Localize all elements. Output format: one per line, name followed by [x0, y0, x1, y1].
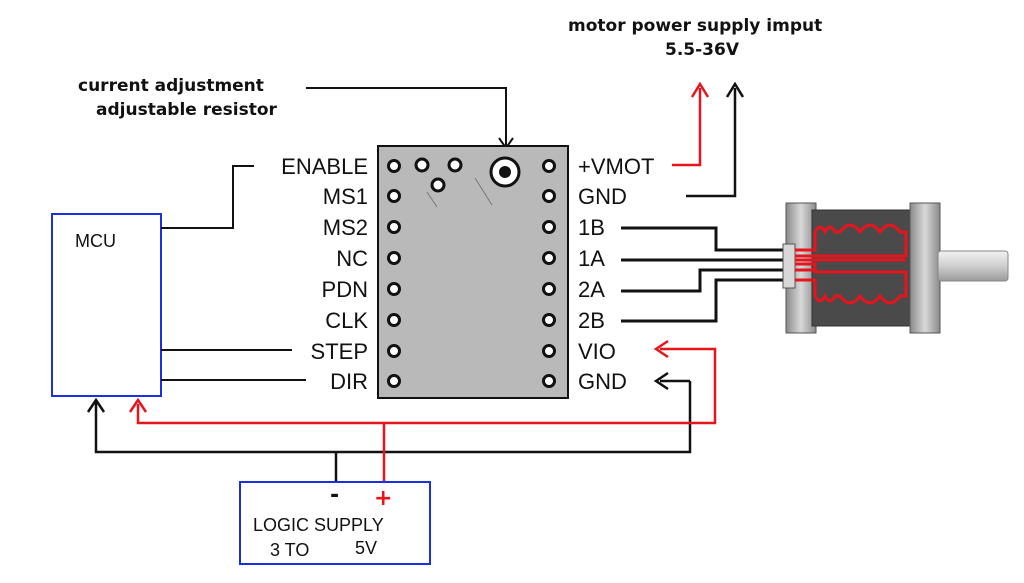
- motor-coil-1: [795, 223, 908, 258]
- pin-label-pdn: PDN: [322, 277, 368, 302]
- pin-label-gnd-motor: GND: [578, 184, 627, 209]
- motor-coils: [795, 223, 908, 305]
- vmot-arrowhead: [690, 81, 710, 98]
- pin-label-2a: 2A: [578, 277, 605, 302]
- pin-hole-2a: [542, 282, 556, 296]
- current-adjust-label-1: current adjustment: [78, 76, 264, 96]
- pin-hole-vmot: [542, 159, 556, 173]
- pin-label-ms1: MS1: [323, 184, 368, 209]
- mcu-vcc-arrowhead: [128, 397, 148, 413]
- pin-label-2b: 2B: [578, 308, 605, 333]
- pin-hole-1a: [542, 251, 556, 265]
- pin-hole-ms2: [387, 220, 401, 234]
- pad-1: [414, 157, 430, 173]
- mcu-gnd-arrowhead: [86, 397, 106, 413]
- vio-arrowhead: [653, 339, 669, 359]
- pin-hole-enable: [387, 159, 401, 173]
- logic-supply-range-to: 5V: [355, 538, 377, 558]
- mcu-label: MCU: [75, 231, 116, 251]
- wire-logic-positive: [136, 347, 717, 425]
- pin-label-step: STEP: [311, 339, 368, 364]
- vmot-gnd-arrowhead: [725, 81, 745, 98]
- pin-label-1b: 1B: [578, 215, 605, 240]
- current-adjust-label-2: adjustable resistor: [96, 100, 278, 120]
- wire-1b: [621, 226, 788, 252]
- pin-label-1a: 1A: [578, 246, 605, 271]
- motor-front-flange: [909, 202, 941, 334]
- pin-label-enable: ENABLE: [281, 154, 368, 179]
- pin-hole-dir: [387, 374, 401, 388]
- motor-coil-2: [795, 262, 908, 305]
- pin-hole-clk: [387, 313, 401, 327]
- pad-2: [447, 157, 463, 173]
- pin-label-dir: DIR: [330, 369, 368, 394]
- wire-2a: [621, 268, 788, 293]
- pin-label-clk: CLK: [325, 308, 368, 333]
- logic-supply-box: [239, 481, 431, 565]
- mcu-box: [51, 213, 162, 397]
- motor-connector: [782, 243, 796, 289]
- pin-label-vmot: +VMOT: [578, 154, 654, 179]
- wire-vmot-ground: [686, 88, 737, 198]
- wire-vmot-positive: [672, 88, 702, 167]
- pin-hole-2b: [542, 313, 556, 327]
- logic-supply-label: LOGIC SUPPLY: [253, 515, 384, 535]
- pin-hole-step: [387, 344, 401, 358]
- pad-3: [430, 177, 446, 193]
- wire-logic-ground: [94, 381, 692, 454]
- pin-label-gnd-logic: GND: [578, 369, 627, 394]
- stepper-motor: [782, 202, 1009, 334]
- left-pin-holes: [387, 159, 401, 388]
- board-trace-1: [426, 191, 438, 208]
- motor-shaft: [937, 250, 1009, 282]
- potentiometer-knob: [499, 166, 511, 178]
- gnd-logic-arrowhead: [653, 371, 669, 391]
- pin-label-nc: NC: [336, 246, 368, 271]
- board-trace-2: [474, 177, 493, 206]
- pin-hole-nc: [387, 251, 401, 265]
- wire-2b: [621, 278, 788, 323]
- motor-supply-label-2: 5.5-36V: [665, 40, 740, 60]
- supply-minus-sign: -: [330, 483, 339, 508]
- motor-supply-label-1: motor power supply imput: [568, 16, 822, 36]
- pin-label-vio: VIO: [578, 339, 616, 364]
- pin-hole-ms1: [387, 189, 401, 203]
- pin-hole-gnd-logic: [542, 374, 556, 388]
- logic-supply-range-from: 3 TO: [270, 540, 309, 560]
- current-adjust-arrow: [306, 87, 507, 146]
- wire-enable: [161, 165, 254, 229]
- driver-module-board: [377, 145, 569, 399]
- pin-hole-vio: [542, 344, 556, 358]
- pin-hole-1b: [542, 220, 556, 234]
- pin-hole-gnd-motor: [542, 189, 556, 203]
- pin-hole-pdn: [387, 282, 401, 296]
- right-pin-holes: [542, 159, 556, 388]
- supply-plus-sign: +: [374, 486, 392, 511]
- pin-label-ms2: MS2: [323, 215, 368, 240]
